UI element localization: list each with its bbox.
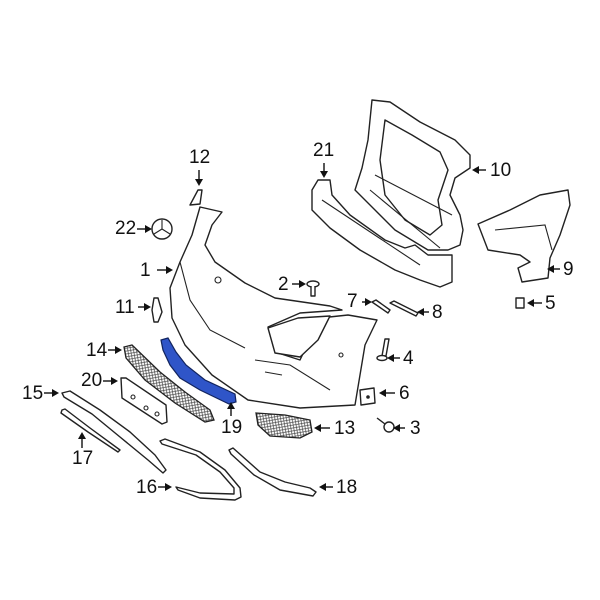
callout-18[interactable]: 18: [336, 477, 358, 498]
callout-15[interactable]: 15: [22, 383, 44, 404]
callout-6[interactable]: 6: [399, 383, 410, 404]
callout-5[interactable]: 5: [545, 293, 556, 314]
callout-22[interactable]: 22: [115, 218, 137, 239]
callout-17[interactable]: 17: [72, 448, 94, 469]
callout-9[interactable]: 9: [563, 259, 574, 280]
callout-2[interactable]: 2: [278, 274, 289, 295]
part-3-screw[interactable]: [376, 417, 395, 433]
part-2-screw[interactable]: [306, 280, 320, 297]
callout-20[interactable]: 20: [81, 370, 103, 391]
part-6-nut-plate[interactable]: [359, 387, 376, 406]
callout-21[interactable]: 21: [313, 140, 335, 161]
callout-3[interactable]: 3: [410, 418, 421, 439]
part-5-clip[interactable]: [515, 297, 525, 309]
part-7-trim[interactable]: [371, 299, 391, 314]
callout-7[interactable]: 7: [347, 291, 358, 312]
callout-14[interactable]: 14: [86, 340, 108, 361]
part-18-surround[interactable]: [228, 447, 317, 497]
part-14-lower-grille[interactable]: [123, 344, 215, 423]
callout-1[interactable]: 1: [140, 260, 151, 281]
callout-arrows: [44, 163, 560, 491]
callout-19[interactable]: 19: [221, 417, 243, 438]
part-21-absorber-bar[interactable]: [311, 179, 453, 288]
part-19-highlighted-reinforcement[interactable]: [160, 337, 237, 405]
callout-11[interactable]: 11: [115, 297, 135, 318]
callout-4[interactable]: 4: [403, 348, 414, 369]
part-15-trim-strip[interactable]: [61, 390, 167, 474]
part-1-bumper-cover[interactable]: [169, 206, 378, 409]
part-8-trim[interactable]: [389, 300, 419, 317]
part-10-front-carrier[interactable]: [354, 99, 471, 251]
callout-8[interactable]: 8: [432, 302, 443, 323]
callout-10[interactable]: 10: [490, 160, 512, 181]
callout-12[interactable]: 12: [189, 147, 211, 168]
part-12-bracket[interactable]: [189, 189, 203, 206]
part-13-side-grille[interactable]: [255, 412, 313, 439]
part-11-tow-hook-cover[interactable]: [151, 297, 163, 323]
callout-13[interactable]: 13: [334, 418, 356, 439]
part-17-trim[interactable]: [60, 408, 121, 453]
part-4-bolt[interactable]: [376, 338, 390, 362]
part-20-plate-bracket[interactable]: [120, 377, 168, 425]
part-9-side-bracket[interactable]: [477, 189, 571, 283]
part-22-star-emblem[interactable]: [151, 218, 173, 240]
part-16-grille-surround[interactable]: [159, 438, 242, 501]
callout-16[interactable]: 16: [136, 477, 158, 498]
